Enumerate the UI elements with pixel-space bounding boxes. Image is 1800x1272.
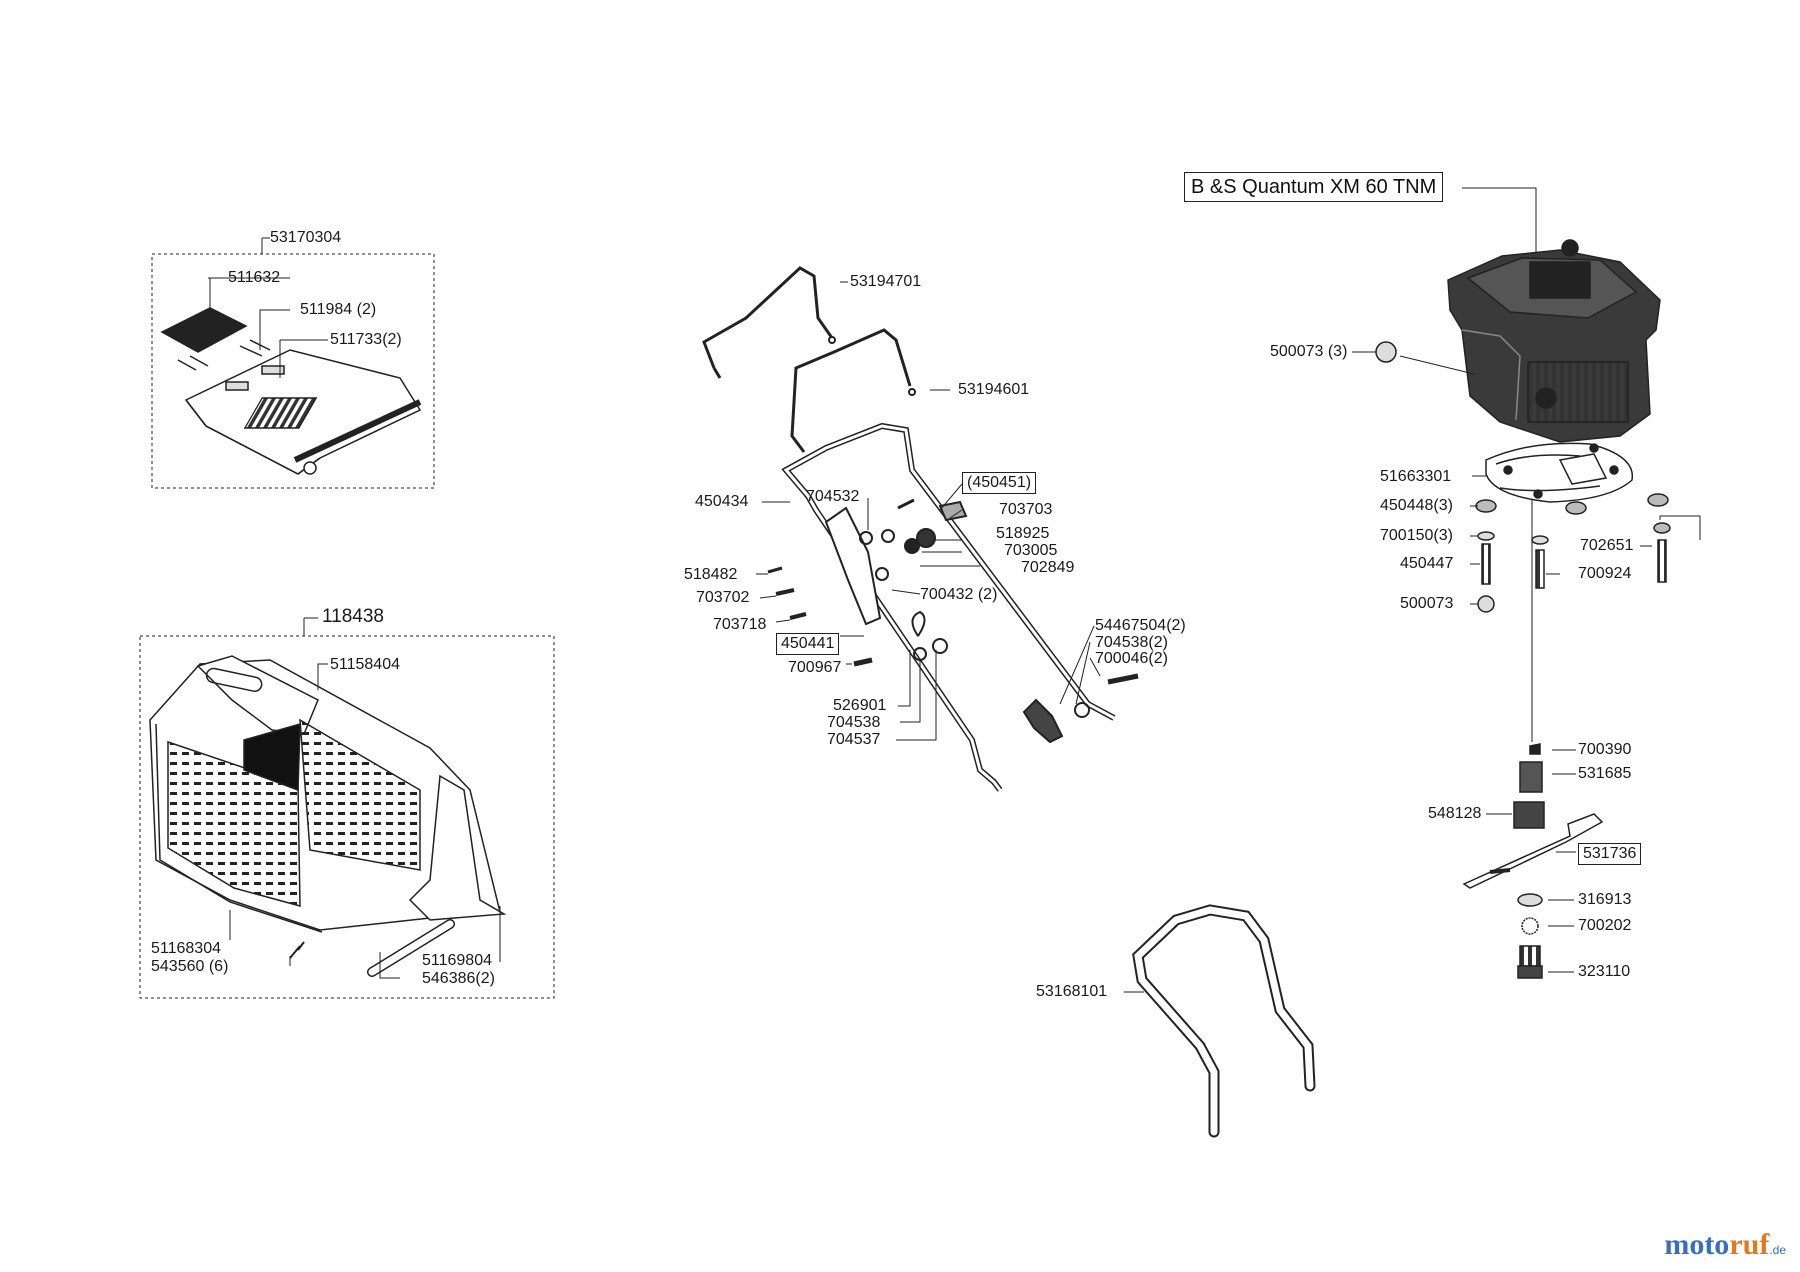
label-526901: 526901 (833, 697, 887, 714)
label-lower-bar: 53194601 (958, 381, 1030, 398)
label-knob-group-3: 700046(2) (1095, 650, 1168, 667)
label-boxed-450441: 450441 (776, 633, 840, 655)
label-boxed-450451: (450451) (962, 472, 1037, 494)
label-adapter: 548128 (1428, 805, 1482, 822)
label-blade-washer: 316913 (1578, 891, 1632, 908)
label-washer-2: 700150(3) (1380, 527, 1453, 544)
handle-group (702, 266, 1139, 792)
logo-part2: ruf (1729, 1228, 1770, 1261)
label-bolt-1: 450447 (1400, 555, 1454, 572)
label-703005: 703005 (1004, 542, 1058, 559)
label-703703: 703703 (999, 501, 1053, 518)
label-engine-nut: 500073 (3) (1270, 343, 1348, 360)
label-703718: 703718 (713, 616, 767, 633)
label-washer-1: 450448(3) (1380, 497, 1453, 514)
label-704538: 704538 (827, 714, 881, 731)
label-catcher-set: 118438 (322, 606, 384, 627)
label-700967: 700967 (788, 659, 842, 676)
label-lower-handle: 53168101 (1036, 983, 1108, 1000)
grass-cover-group (151, 237, 435, 489)
label-catcher-bottom: 51168304 (151, 940, 221, 957)
logo-part1: moto (1664, 1228, 1730, 1261)
label-lock-washer: 700202 (1578, 917, 1632, 934)
label-catcher-screw: 543560 (6) (151, 958, 229, 975)
label-spacer-plate: 51663301 (1380, 468, 1452, 485)
label-704537: 704537 (827, 731, 881, 748)
logo-suffix: .de (1769, 1243, 1786, 1257)
label-handle-screw: 704532 (806, 488, 860, 505)
label-518925: 518925 (996, 525, 1050, 542)
label-grass-cover-clip: 511984 (2) (300, 301, 377, 318)
label-nut-1: 500073 (1400, 595, 1454, 612)
engine-group (1352, 187, 1701, 979)
label-handle: 450434 (695, 493, 749, 510)
label-blade-hub: 531685 (1578, 765, 1632, 782)
label-catcher-top: 51158404 (330, 656, 400, 673)
engine-title: B &S Quantum XM 60 TNM (1184, 172, 1444, 202)
label-702849: 702849 (1021, 559, 1075, 576)
label-bolt-2: 702651 (1580, 537, 1634, 554)
grass-catcher-group (139, 617, 555, 999)
label-grass-cover-spring: 511733(2) (330, 331, 402, 348)
label-518482: 518482 (684, 566, 738, 583)
label-700432: 700432 (2) (920, 586, 998, 603)
label-knob-group-2: 704538(2) (1095, 634, 1168, 651)
label-knob-group-1: 54467504(2) (1095, 617, 1186, 634)
lower-handle-group (1124, 904, 1316, 1138)
label-bolt-3: 700924 (1578, 565, 1632, 582)
label-grass-cover-flap: 511632 (228, 269, 281, 286)
label-upper-bar: 53194701 (850, 273, 922, 290)
label-blade-bolt: 323110 (1578, 963, 1631, 980)
label-catcher-frame: 51169804 (422, 952, 492, 969)
label-catcher-rod: 546386(2) (422, 970, 495, 987)
label-blade: 531736 (1578, 843, 1642, 865)
label-key: 700390 (1578, 741, 1632, 758)
label-703702: 703702 (696, 589, 750, 606)
label-grass-cover-set: 53170304 (270, 229, 342, 246)
motoruf-logo: motoruf.de (1664, 1228, 1786, 1262)
